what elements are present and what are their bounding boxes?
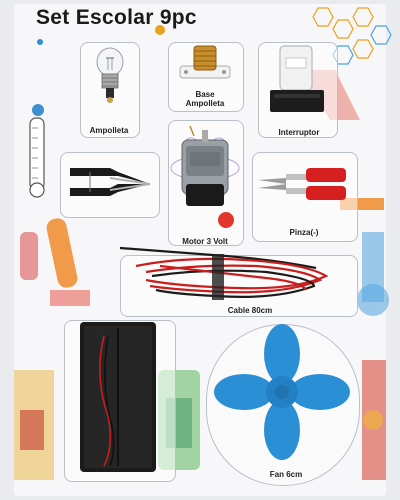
label-interruptor: Interruptor (278, 128, 320, 137)
package-title: Set Escolar 9pc (36, 6, 197, 29)
cable-icon (119, 246, 329, 300)
slot-clips-left (60, 152, 160, 218)
label-cable: Cable 80cm (227, 306, 273, 315)
motor-icon (170, 125, 240, 206)
label-pinza: Pinza(-) (289, 228, 319, 237)
bulb-socket-icon (179, 45, 231, 79)
slot-cable (120, 255, 358, 317)
red-alligator-clip-icon (258, 168, 346, 200)
red-dot-icon (218, 212, 234, 228)
fan-icon (214, 324, 350, 460)
label-base-ampolleta: Base Ampolleta (185, 90, 225, 108)
label-motor: Motor 3 Volt (182, 237, 228, 246)
label-ampolleta: Ampolleta (89, 126, 129, 135)
alligator-clip-icon (70, 168, 151, 196)
battery-holder-icon (80, 322, 156, 472)
label-fan: Fan 6cm (269, 470, 303, 479)
light-bulb-icon (96, 47, 124, 103)
switch-icon (270, 45, 324, 112)
